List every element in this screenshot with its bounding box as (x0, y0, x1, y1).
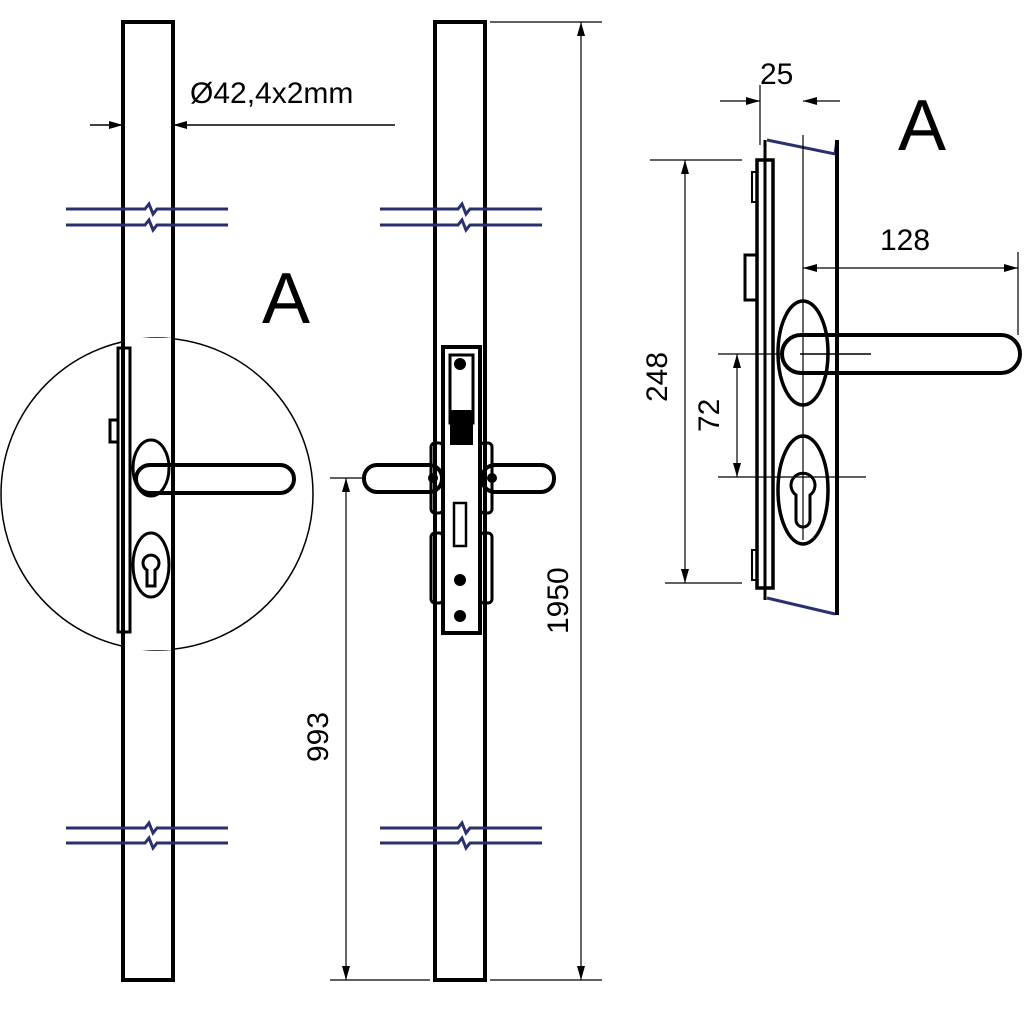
break-lines-top (66, 201, 228, 233)
lever-handle (134, 463, 296, 495)
width-label: 25 (760, 58, 793, 91)
detail-mark-right: A (898, 86, 946, 166)
handle-height-label: 993 (302, 712, 335, 762)
middle-post-view: 1950 993 (302, 20, 602, 982)
detail-mark-left: A (262, 259, 310, 339)
break-lines-bottom (66, 820, 228, 851)
detail-a-view: 25 A 128 248 72 (641, 58, 1022, 616)
center-distance-label: 72 (693, 399, 726, 432)
diameter-label: Ø42,4x2mm (190, 77, 353, 110)
plate-height-label: 248 (641, 352, 674, 402)
projection-label: 128 (880, 224, 930, 257)
left-post-view: Ø42,4x2mm A (0, 20, 395, 982)
keyhole-icon (141, 553, 161, 588)
total-height-label: 1950 (542, 567, 575, 634)
